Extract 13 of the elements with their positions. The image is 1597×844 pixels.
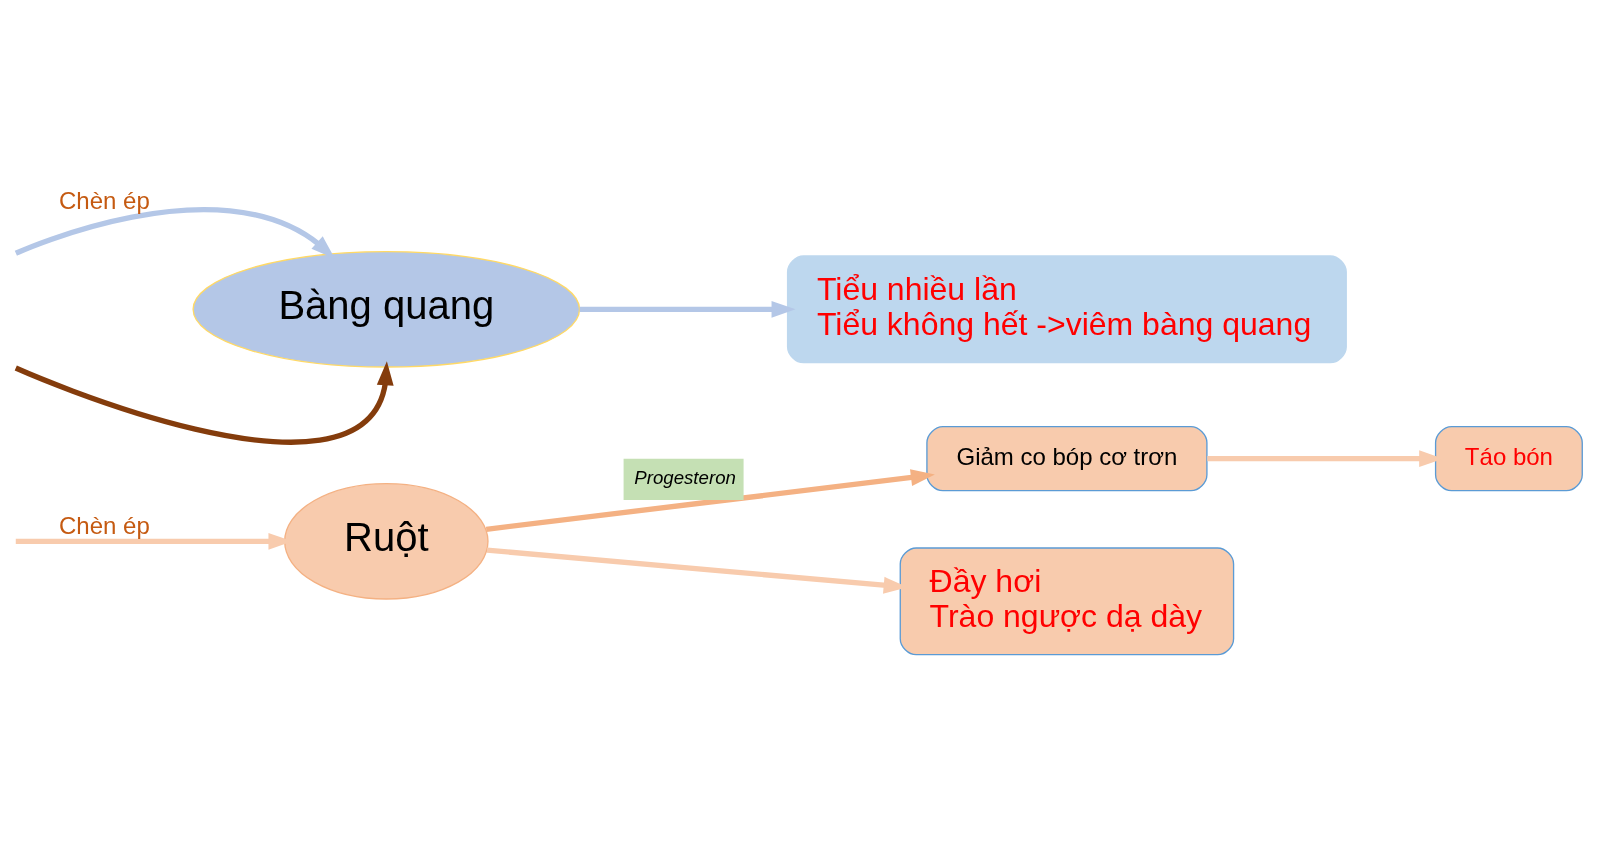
edge-label: Chèn ép — [59, 186, 150, 214]
node-ellipse: Ruột — [284, 482, 489, 600]
node-box: Đầy hơi Trào ngược dạ dày — [899, 547, 1235, 656]
edge-label: Progesteron — [634, 466, 736, 488]
arrow — [14, 207, 335, 259]
node-box: Giảm co bóp cơ trơn — [926, 426, 1208, 492]
edge-label: Chèn ép — [59, 511, 150, 539]
arrow — [485, 469, 935, 532]
arrow — [14, 361, 394, 445]
node-box: Tiểu nhiều lần Tiểu không hết ->viêm bàng quang — [786, 255, 1347, 364]
node-box: Táo bón — [1434, 426, 1583, 492]
arrow — [579, 300, 796, 318]
node-ellipse: Bàng quang — [192, 250, 581, 368]
